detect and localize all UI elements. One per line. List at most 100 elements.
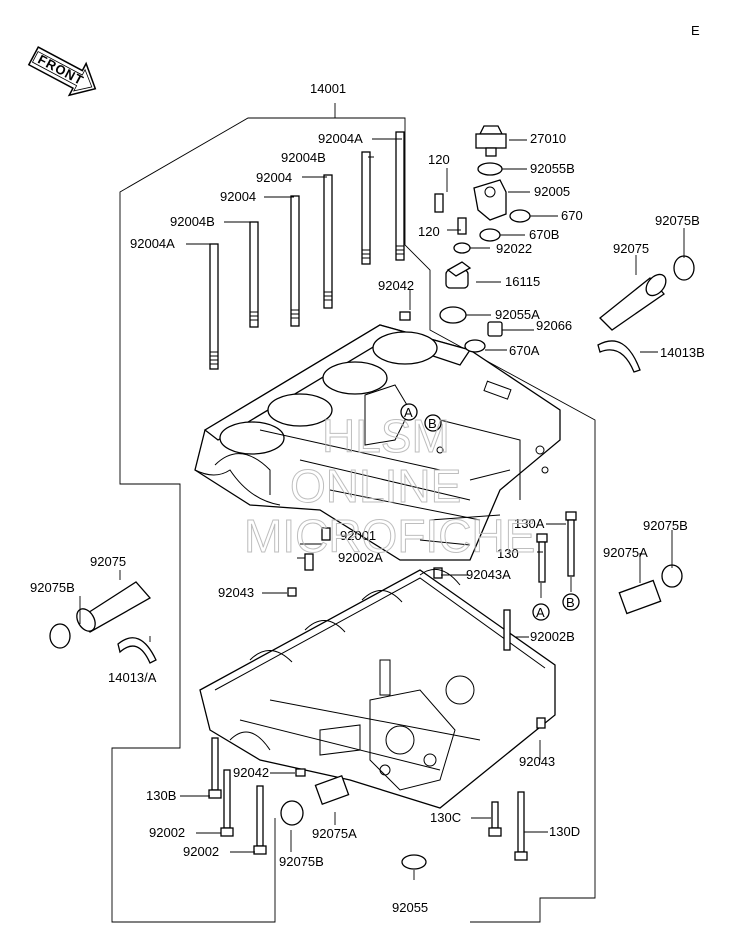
ref-mark-A-lower: A [532, 603, 550, 621]
lower-crankcase [199, 568, 556, 809]
dowel-92043-right [536, 717, 546, 729]
bolt-120-mid [457, 217, 467, 235]
svg-text:A: A [404, 405, 413, 420]
bolt-92002-a [220, 769, 234, 837]
ref-mark-B-lower: B [562, 593, 580, 611]
svg-text:MICROFICHE: MICROFICHE [244, 510, 535, 562]
label-92055A: 92055A [495, 307, 540, 322]
label-92043-right: 92043 [519, 754, 555, 769]
label-92002B: 92002B [530, 629, 575, 644]
label-92075-r: 92075 [613, 241, 649, 256]
label-92004B: 92004B [170, 214, 215, 229]
o-ring-670 [509, 209, 531, 223]
half-ring-14013B [597, 340, 641, 373]
bolt-92002A [304, 553, 314, 571]
page-code: E [691, 23, 700, 38]
label-14001: 14001 [310, 81, 346, 96]
label-92075A-low: 92075A [312, 826, 357, 841]
label-92043A: 92043A [466, 567, 511, 582]
bolt-130 [536, 533, 548, 583]
oil-filler-cap-16115 [445, 261, 472, 289]
label-92043-top: 92043 [218, 585, 254, 600]
bolt-92001 [321, 527, 331, 541]
label-130: 130 [497, 546, 519, 561]
stud-92004A-long [209, 243, 219, 370]
dowel-92043-top [287, 587, 297, 597]
washer-92022 [453, 242, 471, 254]
label-92002-b: 92002 [183, 844, 219, 859]
label-92005: 92005 [534, 184, 570, 199]
svg-text:B: B [566, 595, 575, 610]
label-92004B-top: 92004B [281, 150, 326, 165]
o-ring-670A [464, 339, 486, 353]
label-92004-a: 92004 [256, 170, 292, 185]
svg-text:B: B [428, 416, 437, 431]
label-670: 670 [561, 208, 583, 223]
label-92042-low: 92042 [233, 765, 269, 780]
stud-92004-2 [323, 174, 333, 309]
sleeve-92075A-low [314, 774, 350, 806]
label-130D: 130D [549, 824, 580, 839]
o-ring-92055B [477, 162, 503, 176]
label-130C: 130C [430, 810, 461, 825]
o-ring-670B [479, 228, 501, 242]
label-92075-l: 92075 [90, 554, 126, 569]
label-92004A: 92004A [130, 236, 175, 251]
label-92022: 92022 [496, 241, 532, 256]
svg-text:ONLINE: ONLINE [290, 460, 461, 512]
label-92055: 92055 [392, 900, 428, 915]
label-120-top: 120 [428, 152, 450, 167]
label-14013B: 14013B [660, 345, 705, 360]
label-92004-b: 92004 [220, 189, 256, 204]
stud-92004B-1 [249, 221, 259, 328]
stud-92004B-2 [361, 151, 371, 265]
bolt-130B [208, 737, 222, 799]
label-14013A: 14013/A [108, 670, 157, 685]
label-92002A: 92002A [338, 550, 383, 565]
label-92075B-r1: 92075B [655, 213, 700, 228]
oil-pressure-switch-27010 [475, 125, 507, 157]
seal-92075B-right-top [673, 255, 695, 281]
ref-mark-B-upper: B [424, 414, 442, 432]
half-ring-14013A [117, 637, 157, 664]
front-arrow-icon: FRONT [27, 46, 97, 97]
dowel-92042-low [295, 768, 306, 777]
label-92002-a: 92002 [149, 825, 185, 840]
bolt-92002-b [253, 785, 267, 855]
seal-92075B-right-mid [661, 564, 683, 588]
bolt-130D [514, 791, 528, 861]
label-120-mid: 120 [418, 224, 440, 239]
label-92042-top: 92042 [378, 278, 414, 293]
bolt-130A [565, 511, 577, 577]
sleeve-92075A-right [618, 579, 662, 615]
bolt-130C [488, 801, 502, 837]
upper-crankcase [194, 324, 561, 561]
stud-92004A-2 [395, 131, 405, 261]
label-130B: 130B [146, 788, 176, 803]
label-16115: 16115 [505, 274, 540, 289]
seal-92075B-low [280, 800, 304, 826]
dowel-92042-top [399, 311, 411, 321]
svg-text:A: A [536, 605, 545, 620]
label-670B: 670B [529, 227, 559, 242]
o-ring-92055 [401, 854, 427, 870]
label-92075B-r2: 92075B [643, 518, 688, 533]
sleeve-92075-left [76, 581, 152, 633]
label-92075B-low: 92075B [279, 854, 324, 869]
label-92075A-r: 92075A [603, 545, 648, 560]
dowel-92043A [433, 567, 443, 579]
label-92075B-l: 92075B [30, 580, 75, 595]
label-92004A-top: 92004A [318, 131, 363, 146]
stud-92004-1 [290, 195, 300, 327]
label-130A: 130A [514, 516, 545, 531]
label-92001: 92001 [340, 528, 376, 543]
oil-pressure-switch-body-92005 [473, 179, 507, 221]
plug-92066 [487, 321, 503, 337]
label-27010: 27010 [530, 131, 566, 146]
o-ring-92055A [439, 306, 467, 324]
label-92066: 92066 [536, 318, 572, 333]
bolt-92002B [503, 609, 511, 651]
watermark: HLSM ONLINE MICROFICHE [244, 410, 536, 563]
label-670A: 670A [509, 343, 540, 358]
